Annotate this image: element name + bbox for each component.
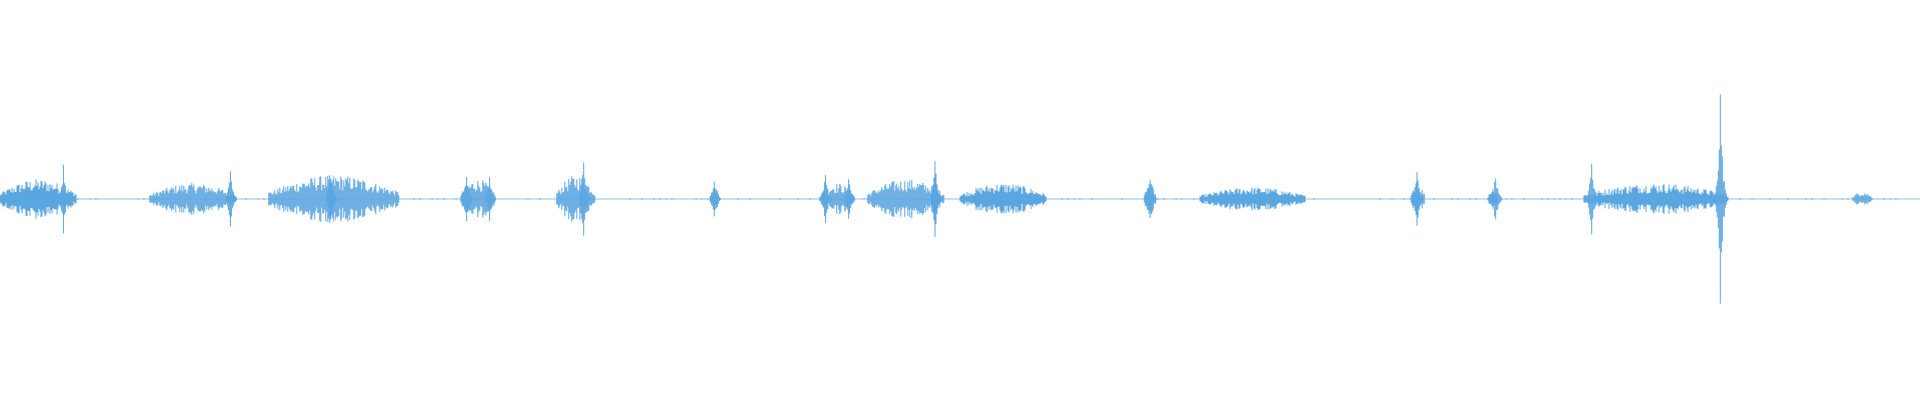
waveform-bars [0, 94, 1897, 304]
